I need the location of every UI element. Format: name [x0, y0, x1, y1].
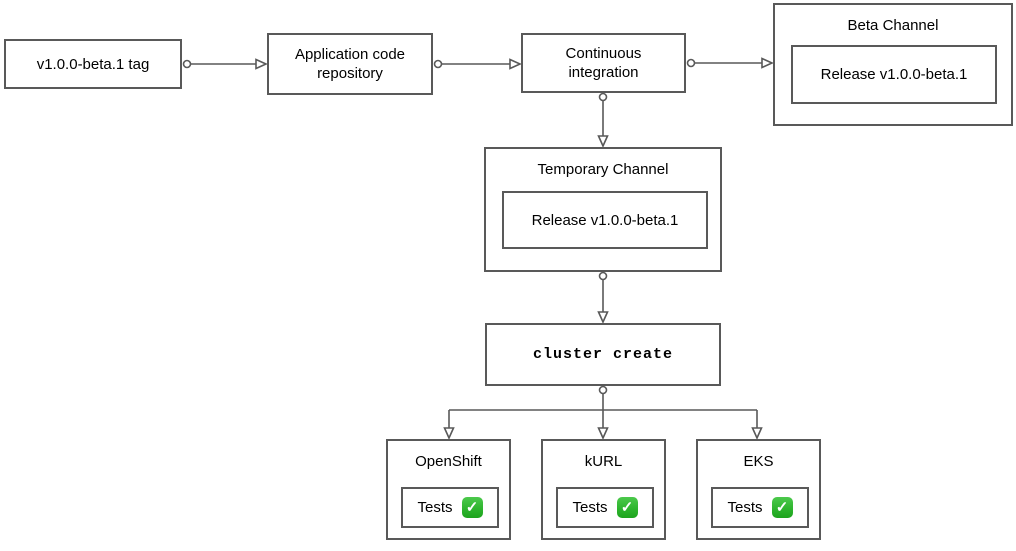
temporary-channel-title: Temporary Channel — [537, 161, 669, 178]
check-glyph: ✓ — [620, 499, 634, 516]
kurl-title: kURL — [584, 453, 623, 470]
check-glyph: ✓ — [465, 499, 479, 516]
openshift-tests-box: Tests ✓ — [401, 487, 499, 528]
eks-tests-label: Tests — [727, 499, 763, 516]
connector-ci-to-beta-channel — [686, 57, 774, 69]
connector-temporary-channel-to-cluster-create — [597, 271, 609, 324]
version-tag-label: v1.0.0-beta.1 tag — [36, 55, 150, 73]
node-eks: EKS Tests ✓ — [696, 439, 821, 540]
kurl-tests-label: Tests — [572, 499, 608, 516]
node-continuous-integration: Continuous integration — [521, 33, 686, 93]
node-cluster-create: cluster create — [485, 323, 721, 386]
node-version-tag: v1.0.0-beta.1 tag — [4, 39, 182, 89]
cluster-create-label: cluster create — [532, 346, 674, 363]
connector-tag-to-repo — [182, 58, 268, 70]
temporary-channel-release-label: Release v1.0.0-beta.1 — [531, 211, 679, 229]
openshift-title: OpenShift — [415, 453, 482, 470]
connector-ci-to-temporary-channel — [597, 92, 609, 148]
check-passed-icon: ✓ — [461, 497, 483, 518]
node-openshift: OpenShift Tests ✓ — [386, 439, 511, 540]
node-kurl: kURL Tests ✓ — [541, 439, 666, 540]
kurl-tests-box: Tests ✓ — [556, 487, 654, 528]
temporary-channel-release-box: Release v1.0.0-beta.1 — [502, 191, 708, 249]
node-beta-channel: Beta Channel Release v1.0.0-beta.1 — [773, 3, 1013, 126]
node-app-code-repository: Application code repository — [267, 33, 433, 95]
openshift-tests-label: Tests — [417, 499, 453, 516]
connector-repo-to-ci — [433, 58, 522, 70]
beta-channel-release-label: Release v1.0.0-beta.1 — [820, 66, 968, 83]
check-passed-icon: ✓ — [771, 497, 793, 518]
eks-title: EKS — [743, 453, 774, 470]
connector-cluster-create-to-clusters — [443, 385, 763, 440]
check-glyph: ✓ — [775, 499, 789, 516]
beta-channel-release-box: Release v1.0.0-beta.1 — [791, 45, 997, 104]
eks-tests-box: Tests ✓ — [711, 487, 809, 528]
app-code-repository-label: Application code repository — [294, 46, 406, 82]
continuous-integration-label: Continuous integration — [565, 45, 642, 81]
beta-channel-title: Beta Channel — [847, 17, 939, 34]
check-passed-icon: ✓ — [616, 497, 638, 518]
node-temporary-channel: Temporary Channel Release v1.0.0-beta.1 — [484, 147, 722, 272]
